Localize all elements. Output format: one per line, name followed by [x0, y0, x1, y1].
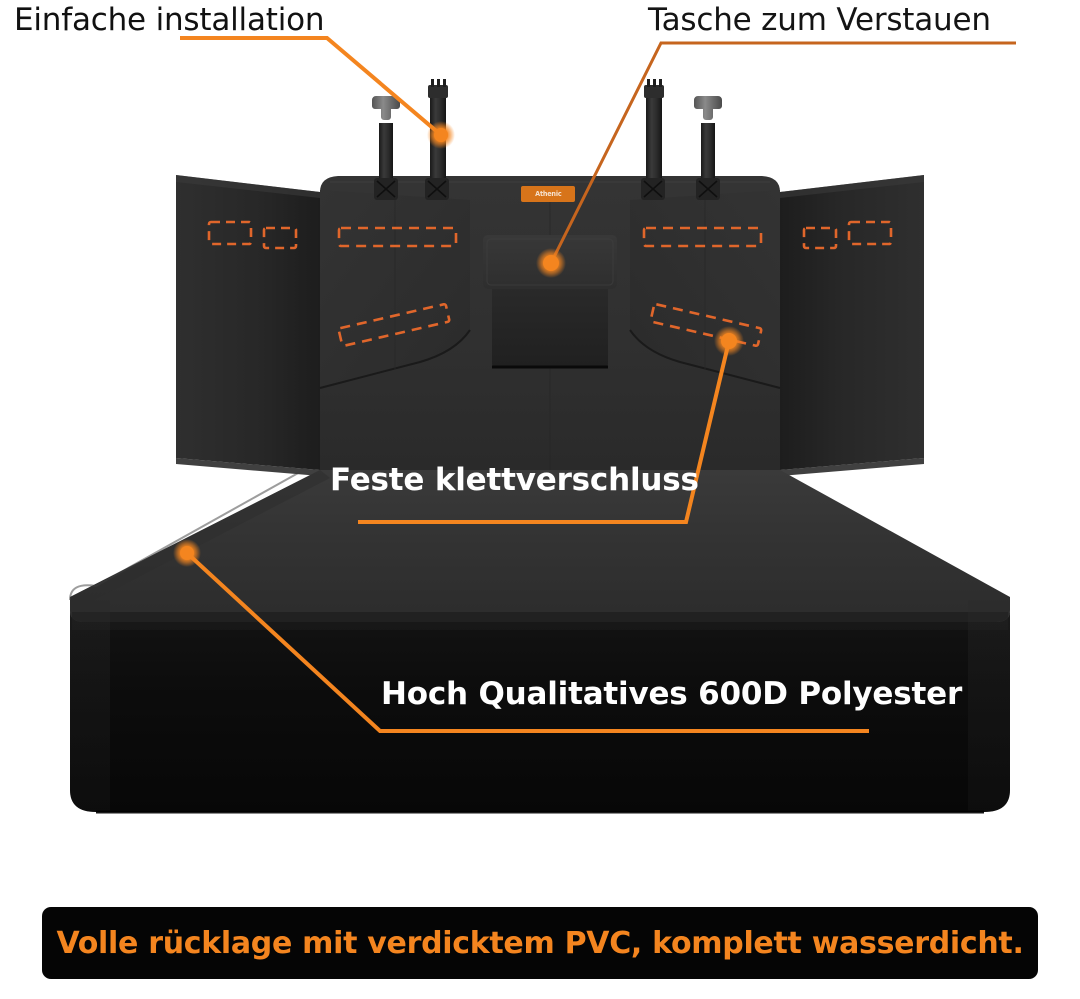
bottom-banner-text: Volle rücklage mit verdicktem PVC, kompl…: [56, 925, 1024, 961]
callout-label-feste-klettverschluss: Feste klettverschluss: [330, 462, 699, 498]
callout-label-tasche-zum-verstauen: Tasche zum Verstauen: [648, 2, 991, 38]
strap-3: [641, 79, 665, 200]
left-side-wing: [176, 175, 320, 476]
strap-2: [425, 79, 449, 200]
callout-label-hoch-qualitatives-polyester: Hoch Qualitatives 600D Polyester: [381, 676, 963, 712]
right-side-wing: [780, 175, 924, 476]
bottom-banner: Volle rücklage mit verdicktem PVC, kompl…: [42, 907, 1038, 979]
strap-4: [694, 96, 722, 200]
brand-logo-text: Athenic: [534, 190, 562, 198]
storage-pocket[interactable]: [483, 235, 617, 369]
velcro-strips-left-wing: [207, 220, 298, 250]
seat-base: [69, 470, 1010, 814]
pocket-flap: [483, 235, 617, 289]
strap-1: [372, 96, 400, 200]
callout-label-einfache-installation: Einfache installation: [14, 2, 325, 38]
brand-logo-badge: Athenic: [521, 186, 575, 202]
velcro-strips-left-flap: [337, 226, 458, 348]
